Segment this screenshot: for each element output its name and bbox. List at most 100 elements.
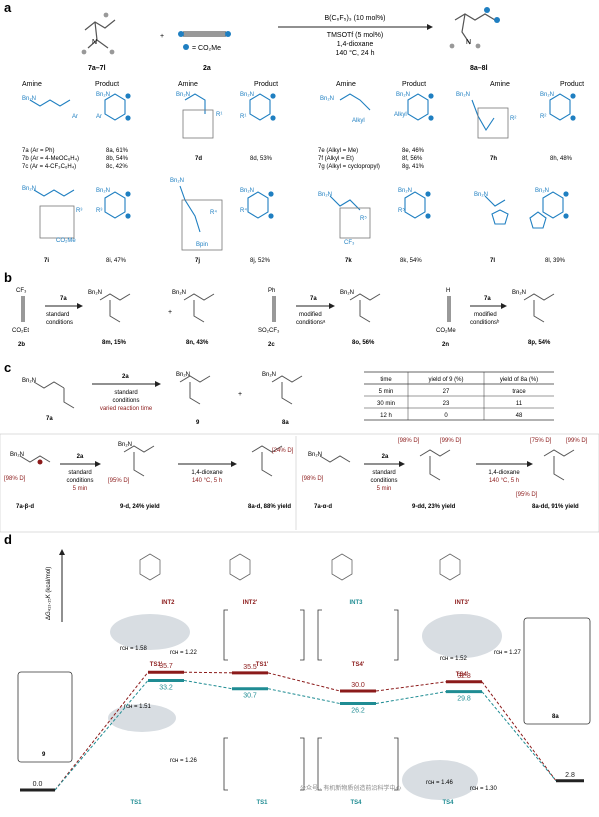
product-label: 9-d, 24% yield xyxy=(120,504,160,510)
bn2n-label: Bn₂N xyxy=(118,442,132,448)
yield-label: 8l, 39% xyxy=(545,258,566,264)
energy-connector xyxy=(375,681,447,692)
reagent-label: 7a xyxy=(310,296,317,302)
condition-text: standard xyxy=(46,312,69,318)
svg-text:Bn₂N: Bn₂N xyxy=(240,188,254,194)
product-8a-dd xyxy=(543,449,575,481)
yield-label: 8a, 61% xyxy=(106,148,129,154)
alkyne-label: 2b xyxy=(18,342,25,348)
svg-text:R¹: R¹ xyxy=(216,112,222,118)
product-8a-label: 8a xyxy=(282,420,289,426)
yield-label: 8f, 56% xyxy=(402,156,423,162)
cond: 2a xyxy=(77,454,84,460)
table-cell: 5 min xyxy=(379,389,394,395)
table-header: yield of 9 (%) xyxy=(428,377,463,383)
table-cell: 48 xyxy=(516,413,523,419)
panel-d-label: d xyxy=(4,532,12,547)
cond: 140 °C, 5 h xyxy=(192,478,222,484)
reagent-label: 7a xyxy=(60,296,67,302)
product-8o-structure xyxy=(349,293,381,323)
amine-label: 7l xyxy=(490,258,495,264)
svg-text:Bn₂N: Bn₂N xyxy=(456,92,470,98)
svg-text:Bn₂N: Bn₂N xyxy=(240,92,254,98)
d-label: [95% D] xyxy=(108,478,130,484)
svg-text:Bn₂N: Bn₂N xyxy=(318,192,332,198)
start-7a-structure xyxy=(33,381,75,409)
amine-label: 7a (Ar = Ph) xyxy=(22,148,55,154)
d-label: [99% D] xyxy=(566,438,588,444)
amine-label: 7j xyxy=(195,258,200,264)
condition-line-1: B(C₆F₅)₃ (10 mol%) xyxy=(325,15,386,22)
ts-label: TS4 xyxy=(350,800,362,806)
header-amine-4: Amine xyxy=(490,81,510,88)
product-8a-structure xyxy=(271,375,303,405)
ts-label: TS4 xyxy=(442,800,454,806)
amine-label: 7k xyxy=(345,258,352,264)
svg-text:Bn₂N: Bn₂N xyxy=(535,188,549,194)
rch-label: rᴄʜ = 1.52 xyxy=(440,656,467,662)
header-amine-1: Amine xyxy=(22,81,42,88)
energy-connector xyxy=(183,671,233,674)
alkyne-label: 2n xyxy=(442,342,449,348)
cond: conditions xyxy=(370,478,397,484)
cond: 1,4-dioxane xyxy=(191,470,223,476)
table-cell: 0 xyxy=(444,413,448,419)
svg-text:R³: R³ xyxy=(96,208,102,214)
header-amine-2: Amine xyxy=(178,81,198,88)
condition-text: modified xyxy=(299,312,322,318)
table-cell: 30 min xyxy=(377,401,395,407)
product-label: 8n, 43% xyxy=(186,340,209,346)
cond: conditions xyxy=(66,478,93,484)
svg-text:Bn₂N: Bn₂N xyxy=(474,192,488,198)
condition-text: conditions xyxy=(46,320,73,326)
energy-value-label: 32.8 xyxy=(457,673,471,680)
amine-label: 7e (Alkyl = Me) xyxy=(318,148,358,154)
yield-label: 8g, 41% xyxy=(402,164,425,170)
bn2n-label: Bn₂N xyxy=(340,290,354,296)
product-label: 8p, 54% xyxy=(528,340,551,346)
ts-brackets xyxy=(223,609,399,791)
svg-text:R²: R² xyxy=(540,114,546,120)
d-label: [24% D] xyxy=(272,448,294,454)
energy-connector xyxy=(267,688,341,705)
start-label: 7a-α-d xyxy=(314,504,332,510)
co2me-dot xyxy=(484,7,490,13)
energy-connector xyxy=(54,680,149,791)
reagent-label: 7a xyxy=(484,296,491,302)
watermark: 公众号 · 有机新物质创造前沿科学中心 xyxy=(300,784,401,792)
alkyne-top-group: CF₃ xyxy=(16,288,27,294)
row2-structures xyxy=(33,185,564,251)
bn2n-label: Bn₂N xyxy=(22,378,36,384)
energy-connector xyxy=(481,691,557,782)
yield-label: 8j, 52% xyxy=(250,258,271,264)
svg-text:CO₂Me: CO₂Me xyxy=(56,238,76,244)
cond: 5 min xyxy=(73,486,88,492)
svg-text:CF₃: CF₃ xyxy=(344,240,355,246)
table-cell: 12 h xyxy=(380,413,392,419)
start-label: 7a-β-d xyxy=(16,504,34,510)
nitrogen-label: N xyxy=(92,39,97,46)
yield-label: 8b, 54% xyxy=(106,156,129,162)
energy-value-label: 35.7 xyxy=(159,663,173,670)
co2me-legend-dot xyxy=(183,44,189,50)
yield-label: 8e, 46% xyxy=(402,148,425,154)
amine-skeleton xyxy=(84,19,116,49)
cond: 5 min xyxy=(377,486,392,492)
start-7a-beta-d xyxy=(19,455,51,463)
energy-connector xyxy=(481,681,557,782)
svg-text:R⁵: R⁵ xyxy=(398,207,405,214)
ts-label: TS4' xyxy=(352,662,365,668)
bn2n-label: Bn₂N xyxy=(262,372,276,378)
rch-label: rᴄʜ = 1.27 xyxy=(494,650,521,656)
d-label: [95% D] xyxy=(516,492,538,498)
alkyne-top-group: H xyxy=(446,288,450,294)
int-label: INT2 xyxy=(161,600,175,606)
condition-text: conditions xyxy=(112,398,139,404)
energy-value-label: 29.8 xyxy=(457,696,471,703)
ts-label: TS1' xyxy=(150,662,163,668)
plus-sign: + xyxy=(160,33,164,40)
yield-label: 8i, 47% xyxy=(106,258,127,264)
svg-text:Alkyl: Alkyl xyxy=(394,112,407,118)
condition-line-3: 1,4-dioxane xyxy=(337,41,374,48)
